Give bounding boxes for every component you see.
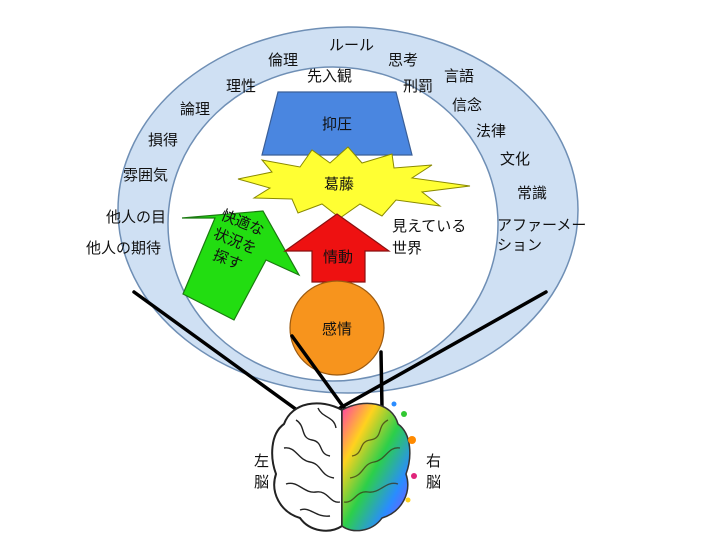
word-culture: 文化 [500,150,530,168]
splatter-dot [401,411,407,417]
connector-lines [132,290,548,420]
right-brain-hemisphere [341,402,411,532]
splatter-dot [405,497,411,503]
word-logic: 論理 [180,100,210,118]
word-punishment: 刑罰 [403,77,433,95]
seeking-arrow [181,210,301,321]
word-others-expectations: 他人の期待 [86,239,161,257]
line-right-ring [338,290,548,410]
word-affirmation-2: ション [497,236,542,254]
splatter-dot [408,436,416,444]
paint-splatter [391,401,417,503]
right-brain-label-2: 脳 [426,473,441,491]
word-others-eyes: 他人の目 [106,208,166,226]
word-thinking: 思考 [388,51,418,69]
conflict-burst [237,146,471,219]
impulse-arrow [283,213,391,283]
emotion-circle [289,280,385,376]
splatter-dot [391,401,397,407]
line-emotion-right [379,350,384,410]
left-brain-label-1: 左 [254,452,269,470]
word-gain-loss: 損得 [148,131,178,149]
word-common-sense: 常識 [517,184,547,202]
right-brain-folds [343,419,401,503]
word-rule: ルール [329,36,374,54]
suppression-label: 抑圧 [322,115,352,133]
line-emotion-left [290,334,352,418]
brain-illustration [271,401,417,532]
word-prejudice: 先入観 [307,67,352,85]
impulse-label: 情動 [323,248,353,266]
emotion-label: 感情 [322,320,352,338]
line-left-ring [132,290,310,420]
word-affirmation-1: アファーメー [497,216,586,234]
visible-world-line-1: 見えている [392,217,466,235]
right-brain-label-1: 右 [426,452,441,470]
word-ethics: 倫理 [268,51,298,69]
left-brain-label-2: 脳 [254,473,269,491]
word-rationality: 理性 [226,77,256,95]
word-language: 言語 [444,67,474,85]
word-belief: 信念 [452,96,482,114]
word-atmosphere: 雰囲気 [123,166,168,184]
left-brain-folds [283,407,341,517]
left-brain-hemisphere [271,402,343,532]
conflict-label: 葛藤 [324,175,354,193]
splatter-dot [411,473,417,479]
outer-ring [117,26,579,394]
suppression-shape [261,91,413,156]
word-law: 法律 [476,122,506,140]
visible-world-line-2: 世界 [392,239,422,257]
